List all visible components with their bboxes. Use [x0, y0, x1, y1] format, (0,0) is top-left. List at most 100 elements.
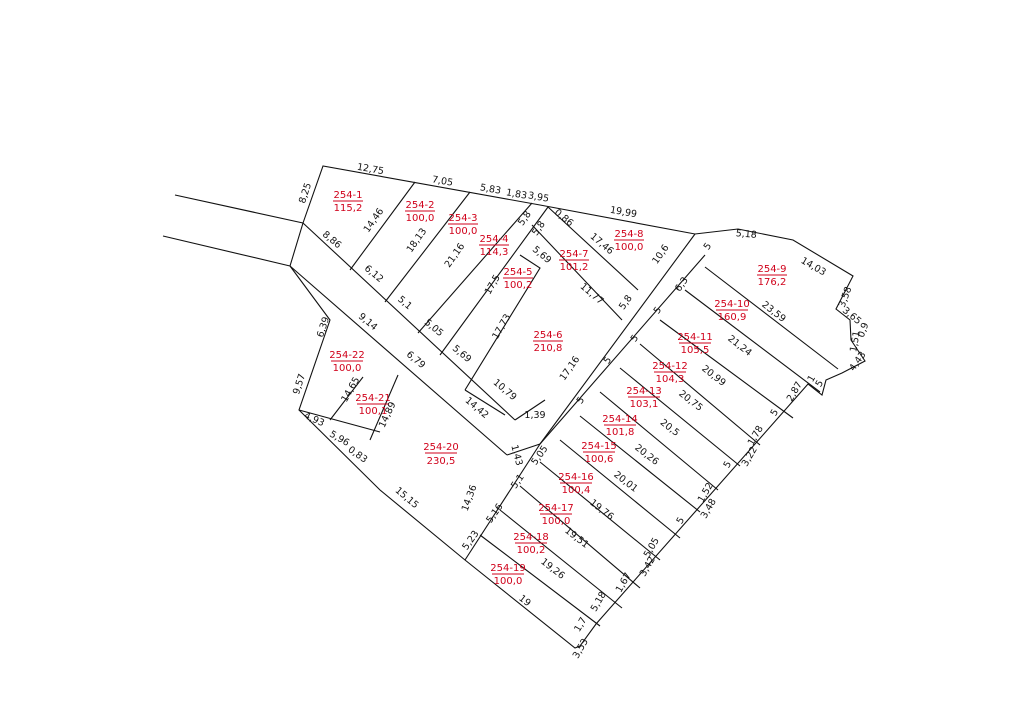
svg-text:254-9: 254-9: [757, 264, 786, 275]
svg-text:101,2: 101,2: [560, 262, 589, 273]
dim-label: 1: [806, 373, 819, 384]
dim-label: 17,73: [490, 312, 513, 341]
svg-text:100,0: 100,0: [494, 576, 523, 587]
svg-text:254-5: 254-5: [503, 267, 532, 278]
dim-label: 5: [602, 355, 614, 366]
dim-label: 4,43: [847, 350, 868, 374]
dim-label: 3,22: [740, 445, 760, 469]
dim-label: 20,75: [676, 388, 704, 413]
dim-label: 5: [702, 241, 714, 252]
dim-label: 19,99: [609, 205, 638, 221]
svg-text:254-2: 254-2: [405, 200, 434, 211]
dim-label: 10,79: [491, 377, 519, 403]
dim-label: 3,42: [638, 555, 658, 579]
dim-label: 14,46: [362, 206, 387, 235]
svg-text:100,0: 100,0: [333, 363, 362, 374]
lot-254-21: 254-21 100,1: [355, 393, 390, 417]
svg-text:100,6: 100,6: [585, 454, 614, 465]
svg-text:100,4: 100,4: [562, 485, 591, 496]
dim-label: 20,01: [611, 469, 639, 494]
dim-label: 4,93: [302, 410, 326, 429]
svg-text:254-3: 254-3: [448, 213, 477, 224]
svg-text:254-17: 254-17: [538, 503, 573, 514]
lot-254-7: 254-7 101,2: [559, 249, 589, 273]
svg-text:254-6: 254-6: [533, 330, 562, 341]
svg-text:254-21: 254-21: [355, 393, 390, 404]
svg-text:100,1: 100,1: [359, 406, 388, 417]
lot-labels: 254-1 115,2 254-2 100,0 254-3 100,0 254-4 11…: [329, 190, 787, 587]
dim-label: 5: [629, 333, 641, 344]
dim-label: 5: [652, 305, 664, 316]
dim-label: 19: [516, 593, 532, 609]
svg-text:103,1: 103,1: [630, 399, 659, 410]
dim-label: 5: [722, 459, 735, 470]
dim-label: 8,86: [320, 229, 343, 251]
dim-label: 11,77: [578, 281, 606, 307]
dim-label: 3,95: [527, 190, 550, 205]
dim-label: 6,12: [362, 263, 385, 285]
dim-label: 3,53: [571, 637, 591, 661]
dim-label: 5,69: [450, 343, 473, 365]
parcel-boundary: [289, 165, 866, 649]
dim-label: 1,43: [508, 444, 524, 467]
dim-label: 14,36: [460, 483, 480, 512]
dim-label: 5,05: [642, 536, 662, 560]
svg-text:254-8: 254-8: [614, 229, 643, 240]
svg-text:114,3: 114,3: [480, 247, 509, 258]
dim-label: 1,51: [848, 330, 863, 353]
dim-label: 20,5: [658, 417, 681, 439]
svg-text:254-10: 254-10: [714, 299, 749, 310]
lot-254-8: 254-8 100,0: [614, 229, 644, 253]
svg-text:105,5: 105,5: [681, 345, 710, 356]
dim-label: 5,1: [395, 294, 414, 312]
dim-label: 7,05: [431, 174, 454, 189]
svg-text:254-12: 254-12: [652, 361, 687, 372]
lot-dividers-east: [464, 266, 839, 627]
svg-text:100,2: 100,2: [504, 280, 533, 291]
svg-text:254-22: 254-22: [329, 350, 364, 361]
dim-label: 17,5: [483, 273, 503, 297]
dim-label: 5,23: [460, 529, 481, 553]
dim-label: 0,83: [346, 444, 370, 465]
lot-254-5: 254-5 100,2: [503, 267, 533, 291]
svg-text:254-4: 254-4: [479, 234, 508, 245]
lot-dividers-north: [349, 181, 639, 416]
svg-text:115,2: 115,2: [334, 203, 363, 214]
dim-label: 17,46: [588, 231, 616, 257]
svg-text:254-1: 254-1: [333, 190, 362, 201]
dim-label: 18,13: [405, 226, 430, 255]
dim-label: 5,16: [484, 502, 505, 526]
svg-text:100,0: 100,0: [406, 213, 435, 224]
dim-label: 1,39: [524, 410, 545, 421]
dim-label: 5: [575, 395, 587, 406]
svg-text:176,2: 176,2: [758, 277, 787, 288]
dim-label: 5: [814, 378, 827, 389]
svg-text:101,8: 101,8: [606, 427, 635, 438]
dim-label: 19,51: [562, 525, 590, 550]
dim-label: 15,15: [393, 485, 421, 511]
dim-label: 0,9: [856, 321, 872, 339]
dim-label: 21,16: [443, 241, 468, 270]
internal-road: [289, 222, 706, 456]
dim-label: 5,83: [479, 182, 502, 197]
lot-254-1: 254-1 115,2: [333, 190, 363, 214]
lot-254-6: 254-6 210,8: [533, 330, 563, 354]
svg-text:254-18: 254-18: [513, 532, 548, 543]
svg-text:254-7: 254-7: [559, 249, 588, 260]
svg-text:210,8: 210,8: [534, 343, 563, 354]
svg-text:254-20: 254-20: [423, 442, 458, 453]
svg-text:100,0: 100,0: [615, 242, 644, 253]
dim-label: 8,25: [297, 181, 314, 205]
lot-254-9: 254-9 176,2: [757, 264, 787, 288]
dim-label: 6,39: [315, 315, 332, 339]
dim-label: 5,18: [589, 590, 609, 614]
dim-label: 0,86: [552, 207, 575, 229]
dim-label: 5,96: [327, 429, 351, 449]
